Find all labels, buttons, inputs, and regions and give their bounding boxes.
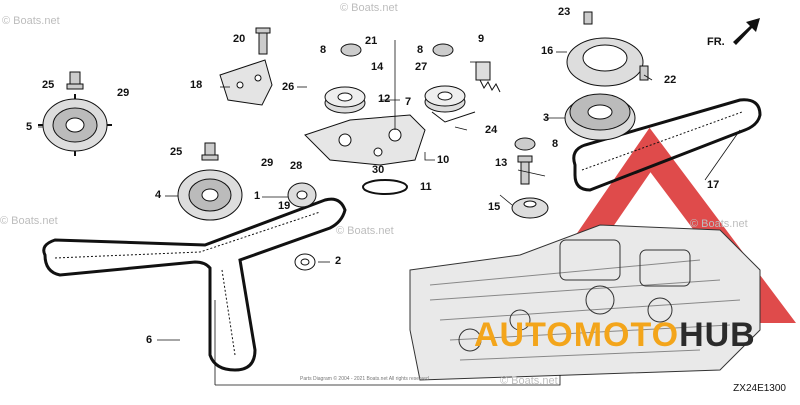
tensioner-bracket-10: [304, 114, 426, 166]
callout-15: 15: [488, 201, 501, 213]
timing-pulley-5: [38, 94, 112, 156]
tensioner-pulley-7: [424, 85, 476, 123]
callout-18: 18: [190, 79, 203, 91]
brand-logo: AUTOMOTOHUB: [474, 316, 756, 355]
callout-28: 28: [290, 160, 303, 172]
callout-23: 23: [558, 6, 571, 18]
callout-21: 21: [365, 35, 378, 47]
callout-10: 10: [437, 154, 450, 166]
cap-8-b: [432, 43, 454, 57]
washer-2: [294, 253, 316, 271]
pulley-plate-16: [566, 37, 644, 87]
spring-9: [475, 61, 501, 93]
callout-30: 30: [372, 164, 385, 176]
callout-1: 1: [254, 190, 261, 202]
callout-11: 11: [420, 181, 432, 193]
belt-11: [362, 179, 408, 195]
callout-4: 4: [155, 189, 162, 201]
callout-25: 25: [42, 79, 55, 91]
gear-1: [287, 182, 317, 208]
callout-13: 13: [495, 157, 508, 169]
watermark: © Boats.net: [500, 375, 558, 387]
bolt-23: [583, 11, 593, 25]
callout-8: 8: [320, 44, 327, 56]
callout-12: 12: [378, 93, 391, 105]
cap-8-a: [340, 43, 362, 57]
leader-lines: [38, 40, 741, 341]
engine-block: [409, 224, 761, 381]
timing-pulley-4: [177, 169, 243, 221]
callout-20: 20: [233, 33, 246, 45]
callout-27: 27: [415, 61, 428, 73]
spacer-15: [511, 197, 549, 219]
bolt-13: [517, 155, 533, 185]
brand-part-1: AUTOMOTO: [474, 316, 680, 354]
section-outline: [214, 300, 561, 386]
direction-label: FR.: [707, 36, 725, 48]
callout-24: 24: [485, 124, 498, 136]
bolt-25-mid: [201, 142, 219, 161]
callout-16: 16: [541, 45, 554, 57]
idler-pulley-12: [324, 86, 366, 114]
cap-8-c: [514, 137, 536, 151]
timing-belt: [42, 197, 347, 372]
callout-29: 29: [117, 87, 130, 99]
callout-25: 25: [170, 146, 183, 158]
watermark: © Boats.net: [690, 218, 748, 230]
callout-6: 6: [146, 334, 153, 346]
watermark: © Boats.net: [336, 225, 394, 237]
bolt-20: [255, 27, 271, 55]
callout-5: 5: [26, 121, 33, 133]
callout-3: 3: [543, 112, 550, 124]
callout-14: 14: [371, 61, 384, 73]
callout-26: 26: [282, 81, 295, 93]
callout-9: 9: [478, 33, 485, 45]
crank-pulley-3: [564, 93, 636, 141]
callout-17: 17: [707, 179, 720, 191]
watermark: © Boats.net: [0, 215, 58, 227]
callout-8: 8: [417, 44, 424, 56]
bracket-18: [219, 59, 273, 106]
watermark: © Boats.net: [340, 2, 398, 14]
bolt-22: [639, 65, 649, 81]
callout-7: 7: [405, 96, 412, 108]
copyright-note: Parts Diagram © 2004 - 2021 Boats.net Al…: [300, 376, 429, 382]
brand-part-2: HUB: [679, 316, 756, 354]
v-belt: [572, 98, 762, 192]
callout-19: 19: [278, 200, 291, 212]
diagram-code: ZX24E1300: [733, 383, 786, 394]
callout-29: 29: [261, 157, 274, 169]
watermark: © Boats.net: [2, 15, 60, 27]
bolt-25-top: [66, 71, 84, 90]
fr-arrow: [733, 18, 760, 45]
callout-22: 22: [664, 74, 677, 86]
callout-8: 8: [552, 138, 559, 150]
callout-2: 2: [335, 255, 342, 267]
